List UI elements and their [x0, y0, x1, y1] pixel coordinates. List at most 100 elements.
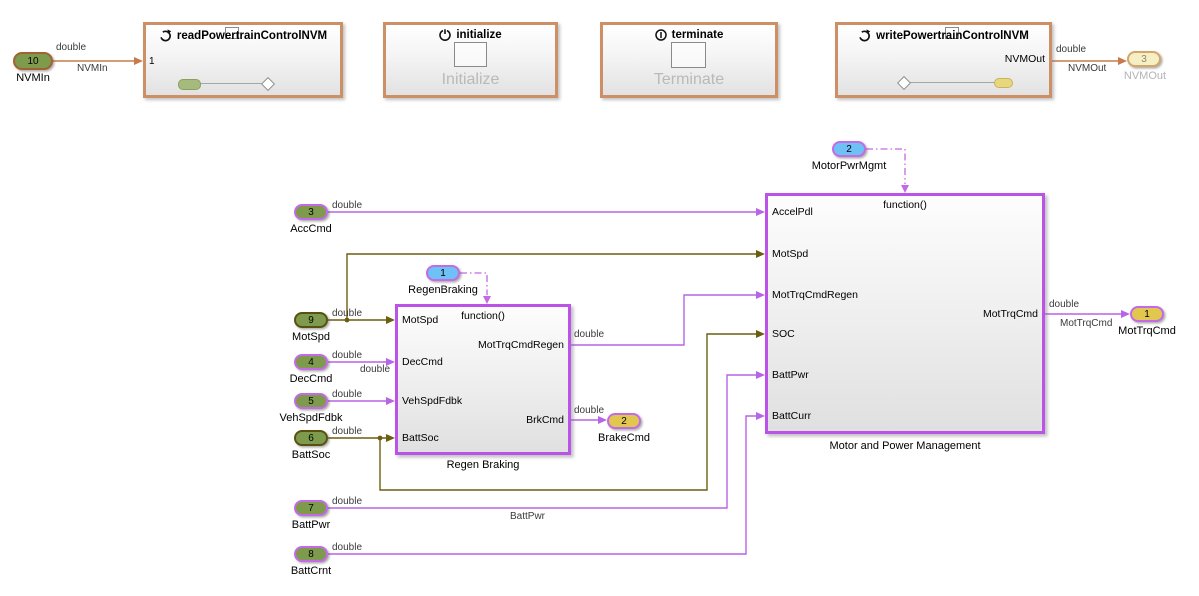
inport-battsoc[interactable]: 6	[294, 430, 328, 446]
dtype-label-acccmd: double	[332, 200, 363, 211]
outport-nvmout-label[interactable]: NVMOut	[1123, 70, 1167, 82]
inport-acccmd[interactable]: 3	[294, 204, 328, 220]
regen-braking-subsystem[interactable]: function() MotSpd DecCmd VehSpdFdbk Batt…	[395, 304, 571, 455]
inport-deccmd[interactable]: 4	[294, 354, 328, 370]
wire-battcrnt[interactable]	[328, 412, 765, 555]
outport-mottrqcmd[interactable]: 1	[1130, 306, 1164, 322]
inport-acccmd-label[interactable]: AccCmd	[290, 223, 332, 235]
wire-motspd[interactable]	[328, 250, 765, 324]
wire-battsoc[interactable]	[328, 330, 765, 491]
read-nvm-title: readPowertrainControlNVM	[146, 29, 340, 42]
write-nvm-outport-label: NVMOut	[1004, 53, 1045, 65]
write-nvm-slider-knob	[994, 78, 1013, 88]
motor-power-subsystem[interactable]: function() AccelPdl MotSpd MotTrqCmdRege…	[765, 193, 1045, 434]
power-init-icon	[439, 29, 452, 41]
motor-inport-battpwr: BattPwr	[772, 369, 809, 381]
motor-outport-mottrqcmd: MotTrqCmd	[982, 308, 1038, 320]
write-nvm-title-text: writePowertrainControlNVM	[876, 29, 1029, 42]
inport-motspd-label[interactable]: MotSpd	[292, 331, 330, 343]
inport-battcrnt-label[interactable]: BattCrnt	[290, 565, 332, 577]
read-nvm-preview-rect	[225, 27, 239, 39]
write-nvm-preview-rect	[945, 27, 959, 39]
wire-nvmout[interactable]	[1052, 57, 1127, 65]
inport-motspd[interactable]: 9	[294, 312, 328, 328]
motor-inport-motspd: MotSpd	[772, 248, 809, 260]
wire-fcall-motorpwrmgmt[interactable]	[866, 148, 909, 193]
motor-inport-mottrqcmdregen: MotTrqCmdRegen	[772, 289, 858, 301]
read-nvm-slider-track	[200, 83, 267, 84]
inport-nvmin-label[interactable]: NVMIn	[16, 72, 50, 84]
initialize-label: Initialize	[441, 71, 500, 88]
read-nvm-title-text: readPowertrainControlNVM	[176, 29, 328, 42]
signal-label-nvmin[interactable]: NVMIn	[77, 63, 108, 74]
event-loop-icon	[858, 29, 871, 42]
dtype-label-motspd: double	[332, 308, 363, 319]
outport-brakecmd[interactable]: 2	[607, 413, 641, 429]
dtype-label-mottrqcmdregen: double	[574, 329, 605, 340]
inport-battpwr-label[interactable]: BattPwr	[291, 519, 331, 531]
wire-acccmd[interactable]	[328, 208, 765, 216]
dtype-label-brkcmd: double	[574, 405, 605, 416]
dtype-label-battpwr: double	[332, 496, 363, 507]
terminate-preview-rect	[671, 42, 706, 68]
dtype-label-vehspdfdbk: double	[332, 389, 363, 400]
dtype-label-deccmd: double	[332, 350, 363, 361]
motor-function-header: function()	[883, 199, 927, 211]
terminate-block[interactable]: terminate Terminate	[600, 22, 778, 98]
dtype-label-battsoc: double	[332, 426, 363, 437]
motor-inport-battcurr: BattCurr	[772, 410, 812, 422]
write-nvm-title: writePowertrainControlNVM	[838, 29, 1049, 42]
regen-inport-vehspdfdbk: VehSpdFdbk	[402, 395, 463, 407]
wire-mottrqcmdregen[interactable]	[571, 291, 765, 346]
write-nvm-slider-diamond	[896, 75, 912, 91]
inport-battpwr[interactable]: 7	[294, 500, 328, 516]
initialize-title: initialize	[386, 29, 555, 41]
inport-battsoc-label[interactable]: BattSoc	[291, 449, 331, 461]
inport-vehspdfdbk[interactable]: 5	[294, 393, 328, 409]
initialize-title-text: initialize	[456, 29, 502, 41]
regen-inport-deccmd: DecCmd	[402, 356, 443, 368]
read-nvm-block[interactable]: readPowertrainControlNVM 1	[143, 22, 343, 98]
dtype-label-nvmout: double	[1056, 44, 1087, 55]
motor-inport-accelpdl: AccelPdl	[772, 206, 813, 218]
initialize-block[interactable]: initialize Initialize	[383, 22, 558, 98]
dtype-label-battcrnt: double	[332, 542, 363, 553]
wire-brkcmd[interactable]	[571, 416, 607, 424]
dtype-label-nvmin: double	[56, 42, 87, 53]
regen-outport-brkcmd: BrkCmd	[526, 414, 564, 426]
inport-deccmd-label[interactable]: DecCmd	[289, 373, 333, 385]
read-nvm-slider-diamond	[260, 76, 276, 92]
fcall-port-motorpwrmgmt-label[interactable]: MotorPwrMgmt	[811, 160, 887, 172]
write-nvm-block[interactable]: writePowertrainControlNVM NVMOut	[835, 22, 1052, 98]
terminate-title: terminate	[603, 29, 775, 41]
wire-battpwr[interactable]	[328, 371, 765, 509]
regen-braking-name[interactable]: Regen Braking	[446, 459, 520, 471]
regen-function-header: function()	[461, 310, 505, 322]
wire-nvmin[interactable]	[53, 57, 143, 65]
regen-inport-battsoc: BattSoc	[402, 432, 439, 444]
fcall-port-regenbraking-label[interactable]: RegenBraking	[408, 284, 478, 296]
inport-nvmin[interactable]: 10	[13, 52, 53, 70]
event-loop-icon	[159, 29, 172, 42]
outport-mottrqcmd-label[interactable]: MotTrqCmd	[1118, 325, 1176, 337]
wire-vehspdfdbk[interactable]	[328, 397, 395, 405]
outport-brakecmd-label[interactable]: BrakeCmd	[598, 432, 650, 444]
wire-deccmd[interactable]	[328, 358, 395, 366]
dtype-label-mottrqcmd: double	[1049, 299, 1080, 310]
fcall-port-regenbraking[interactable]: 1	[426, 265, 460, 281]
inport-vehspdfdbk-label[interactable]: VehSpdFdbk	[279, 412, 343, 424]
signal-label-nvmout[interactable]: NVMOut	[1068, 63, 1107, 74]
dtype-label-deccmd-2: double	[360, 364, 391, 375]
motor-power-name[interactable]: Motor and Power Management	[829, 440, 981, 452]
wire-fcall-regenbraking[interactable]	[460, 272, 491, 304]
write-nvm-slider-track	[907, 82, 995, 83]
inport-battcrnt[interactable]: 8	[294, 546, 328, 562]
fcall-port-motorpwrmgmt[interactable]: 2	[832, 141, 866, 157]
signal-label-battpwr[interactable]: BattPwr	[510, 511, 546, 522]
outport-nvmout[interactable]: 3	[1127, 51, 1161, 67]
terminate-icon	[654, 29, 667, 41]
wire-mottrqcmd[interactable]	[1045, 310, 1130, 318]
regen-inport-motspd: MotSpd	[402, 314, 439, 326]
signal-label-mottrqcmd[interactable]: MotTrqCmd	[1060, 318, 1113, 329]
